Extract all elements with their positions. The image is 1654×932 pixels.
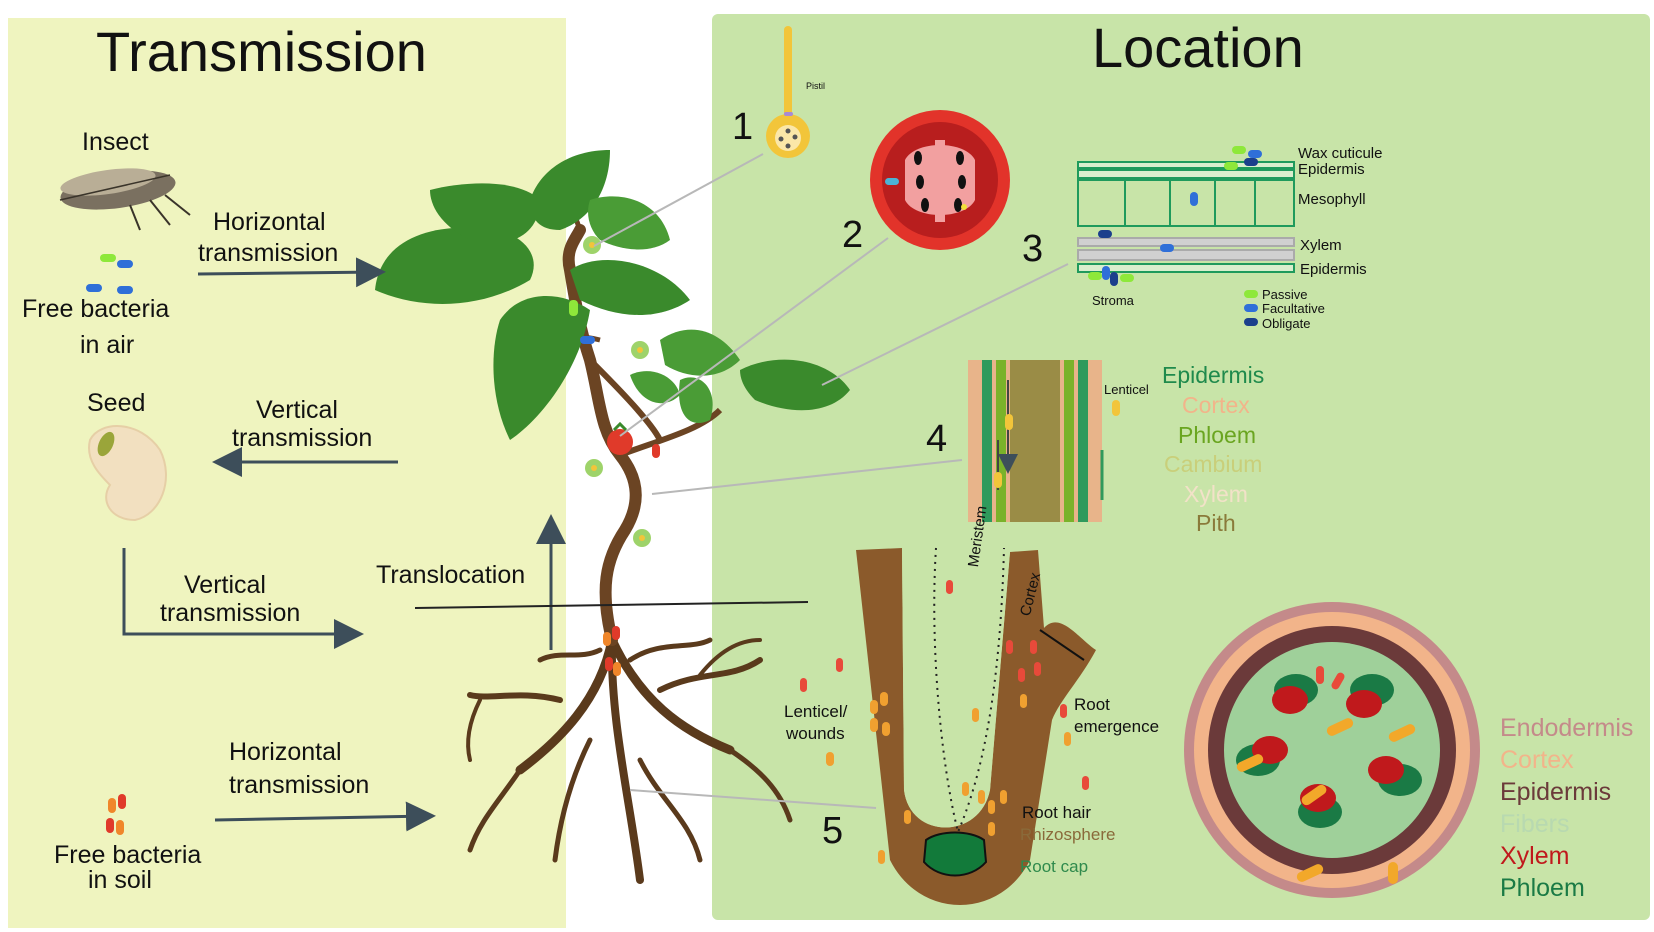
pistil-label: Pistil bbox=[806, 81, 826, 91]
leaf-layer-mesophyll: Mesophyll bbox=[1298, 191, 1366, 208]
location-number-5: 5 bbox=[822, 810, 844, 852]
root-label-root-emergence-2: emergence bbox=[1074, 717, 1160, 736]
bacteria-type-obligate: Obligate bbox=[1262, 316, 1311, 331]
horizontal-transmission-top-2: transmission bbox=[198, 239, 339, 267]
free-bacteria-soil-label-1: Free bacteria bbox=[54, 841, 202, 869]
plant-illustration bbox=[375, 150, 850, 884]
root-layer-cortex: Cortex bbox=[1500, 746, 1574, 774]
root-cross-section bbox=[1184, 602, 1480, 898]
location-number-2: 2 bbox=[842, 214, 864, 256]
stem-layer-xylem: Xylem bbox=[1184, 481, 1248, 507]
transmission-title: Transmission bbox=[96, 20, 427, 83]
leaf-bacteria bbox=[1088, 146, 1262, 326]
root-label-root-cap: Root cap bbox=[1020, 857, 1089, 876]
root-label-rhizosphere: Rhizosphere bbox=[1020, 825, 1116, 844]
stem-layer-epidermis: Epidermis bbox=[1162, 362, 1265, 388]
vertical-transmission-2-2: transmission bbox=[160, 599, 301, 627]
root-bacteria bbox=[800, 580, 1089, 864]
location-number-1: 1 bbox=[732, 106, 754, 148]
stem-layer-cambium: Cambium bbox=[1164, 451, 1263, 477]
horizontal-transmission-top-1: Horizontal bbox=[213, 208, 326, 236]
horizontal-transmission-bottom-1: Horizontal bbox=[229, 738, 342, 766]
insect-icon bbox=[59, 168, 191, 231]
root-label-lenticel-wounds-2: wounds bbox=[786, 724, 845, 743]
stem-section bbox=[968, 360, 1120, 522]
leaf-section bbox=[1077, 161, 1295, 273]
root-label-lenticel-wounds-1: Lenticel/ bbox=[784, 702, 848, 721]
tomato-section bbox=[870, 110, 1010, 250]
connector-lines bbox=[593, 153, 1069, 809]
root-layer-xylem: Xylem bbox=[1500, 842, 1570, 870]
leaf-layer-epidermis-top: Epidermis bbox=[1298, 161, 1365, 178]
transmission-arrows bbox=[122, 257, 809, 832]
bacteria-type-facultative: Facultative bbox=[1262, 301, 1325, 316]
free-bacteria-air-label-2: in air bbox=[80, 331, 135, 359]
location-number-4: 4 bbox=[926, 418, 948, 460]
leaf-layer-xylem: Xylem bbox=[1300, 237, 1342, 254]
location-title: Location bbox=[1092, 16, 1304, 79]
free-bacteria-soil-label-2: in soil bbox=[88, 866, 152, 894]
vertical-transmission-1-1: Vertical bbox=[256, 396, 338, 424]
pistil-illustration bbox=[766, 26, 810, 158]
soil-bacteria-icon bbox=[106, 794, 126, 835]
vertical-transmission-2-1: Vertical bbox=[184, 571, 266, 599]
leaf-layer-epidermis-bottom: Epidermis bbox=[1300, 261, 1367, 278]
root-layer-epidermis: Epidermis bbox=[1500, 778, 1612, 806]
root-label-root-hair: Root hair bbox=[1022, 803, 1091, 822]
root-label-root-emergence-1: Root bbox=[1074, 695, 1110, 714]
stem-layer-phloem: Phloem bbox=[1178, 422, 1256, 448]
seed-label: Seed bbox=[87, 389, 146, 417]
root-longitudinal bbox=[856, 547, 1096, 905]
horizontal-transmission-bottom-2: transmission bbox=[229, 771, 370, 799]
stem-layer-pith: Pith bbox=[1196, 510, 1236, 536]
vertical-transmission-1-2: transmission bbox=[232, 424, 373, 452]
seed-icon bbox=[88, 425, 167, 522]
stem-layer-cortex: Cortex bbox=[1182, 392, 1250, 418]
stroma-label: Stroma bbox=[1092, 293, 1134, 308]
insect-label: Insect bbox=[82, 128, 149, 156]
translocation-label: Translocation bbox=[376, 561, 526, 589]
location-number-3: 3 bbox=[1022, 228, 1044, 270]
air-bacteria-icon bbox=[86, 254, 133, 294]
free-bacteria-air-label-1: Free bacteria bbox=[22, 295, 170, 323]
root-layer-fibers: Fibers bbox=[1500, 810, 1570, 838]
root-layer-endodermis: Endodermis bbox=[1500, 714, 1634, 742]
leaf-layer-wax-cuticule: Wax cuticule bbox=[1298, 145, 1383, 162]
bacteria-type-passive: Passive bbox=[1262, 287, 1308, 302]
lenticel-label: Lenticel bbox=[1104, 382, 1149, 397]
root-layer-phloem: Phloem bbox=[1500, 874, 1585, 902]
